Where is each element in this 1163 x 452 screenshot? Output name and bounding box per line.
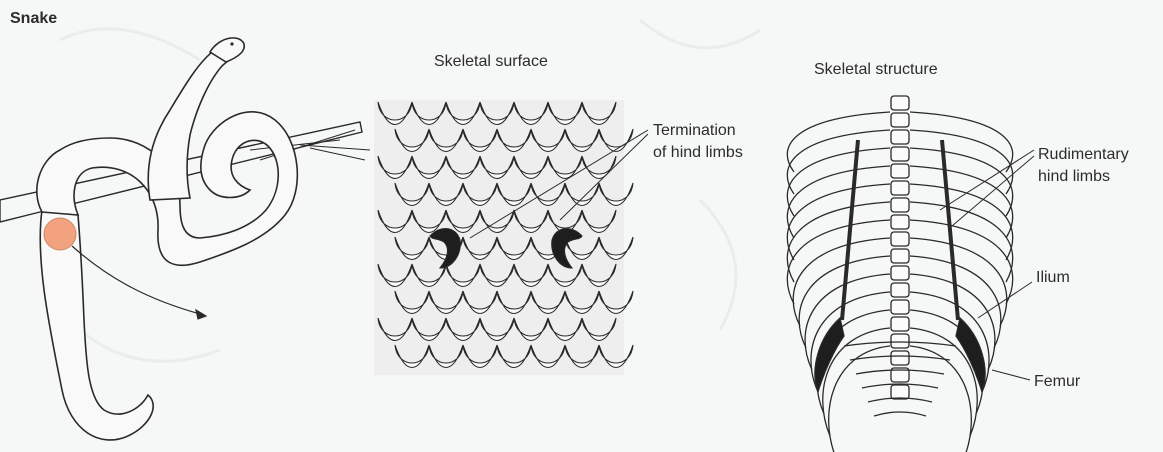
vertebra [891,283,909,297]
vertebra [891,351,909,365]
skeletal-surface-title: Skeletal surface [434,52,548,72]
vertebra [891,130,909,144]
vertebra [891,198,909,212]
vertebra [891,232,909,246]
termination-label-line1: Termination [653,120,743,142]
rib [910,112,1013,172]
rib [787,202,890,282]
termination-label-line2: of hind limbs [653,142,743,164]
skeleton [787,96,1012,452]
vertebra [891,385,909,399]
ilium-label: Ilium [1036,268,1070,288]
rib [787,130,890,194]
vertebra [891,181,909,195]
rudimentary-label: Rudimentary hind limbs [1038,144,1129,188]
rib [787,112,890,172]
rib [910,184,1013,260]
ilium-bone [942,140,958,320]
vertebra [891,164,909,178]
scales-panel [374,100,633,375]
femur-label: Femur [1034,372,1080,392]
ilium-bone [842,140,858,320]
vertebra [891,300,909,314]
hind-limb-location-marker [44,218,76,250]
rib [787,148,890,216]
vertebra [891,96,909,110]
caudal-process [874,412,926,416]
vertebra [891,266,909,280]
rib [910,220,1013,304]
rib [787,184,890,260]
termination-label: Termination of hind limbs [653,120,743,164]
rib [910,202,1013,282]
rudimentary-label-line1: Rudimentary [1038,144,1129,166]
vertebra [891,249,909,263]
vertebra [891,215,909,229]
rudimentary-label-line2: hind limbs [1038,166,1129,188]
vertebra [891,113,909,127]
rib [910,148,1013,216]
snake-body [37,38,298,440]
vertebra [891,147,909,161]
vertebra [891,317,909,331]
vertebra [891,334,909,348]
caudal-process [868,398,932,402]
figure-title: Snake [10,9,57,29]
rib [910,130,1013,194]
skeletal-structure-title: Skeletal structure [814,60,938,80]
rib [787,220,890,304]
